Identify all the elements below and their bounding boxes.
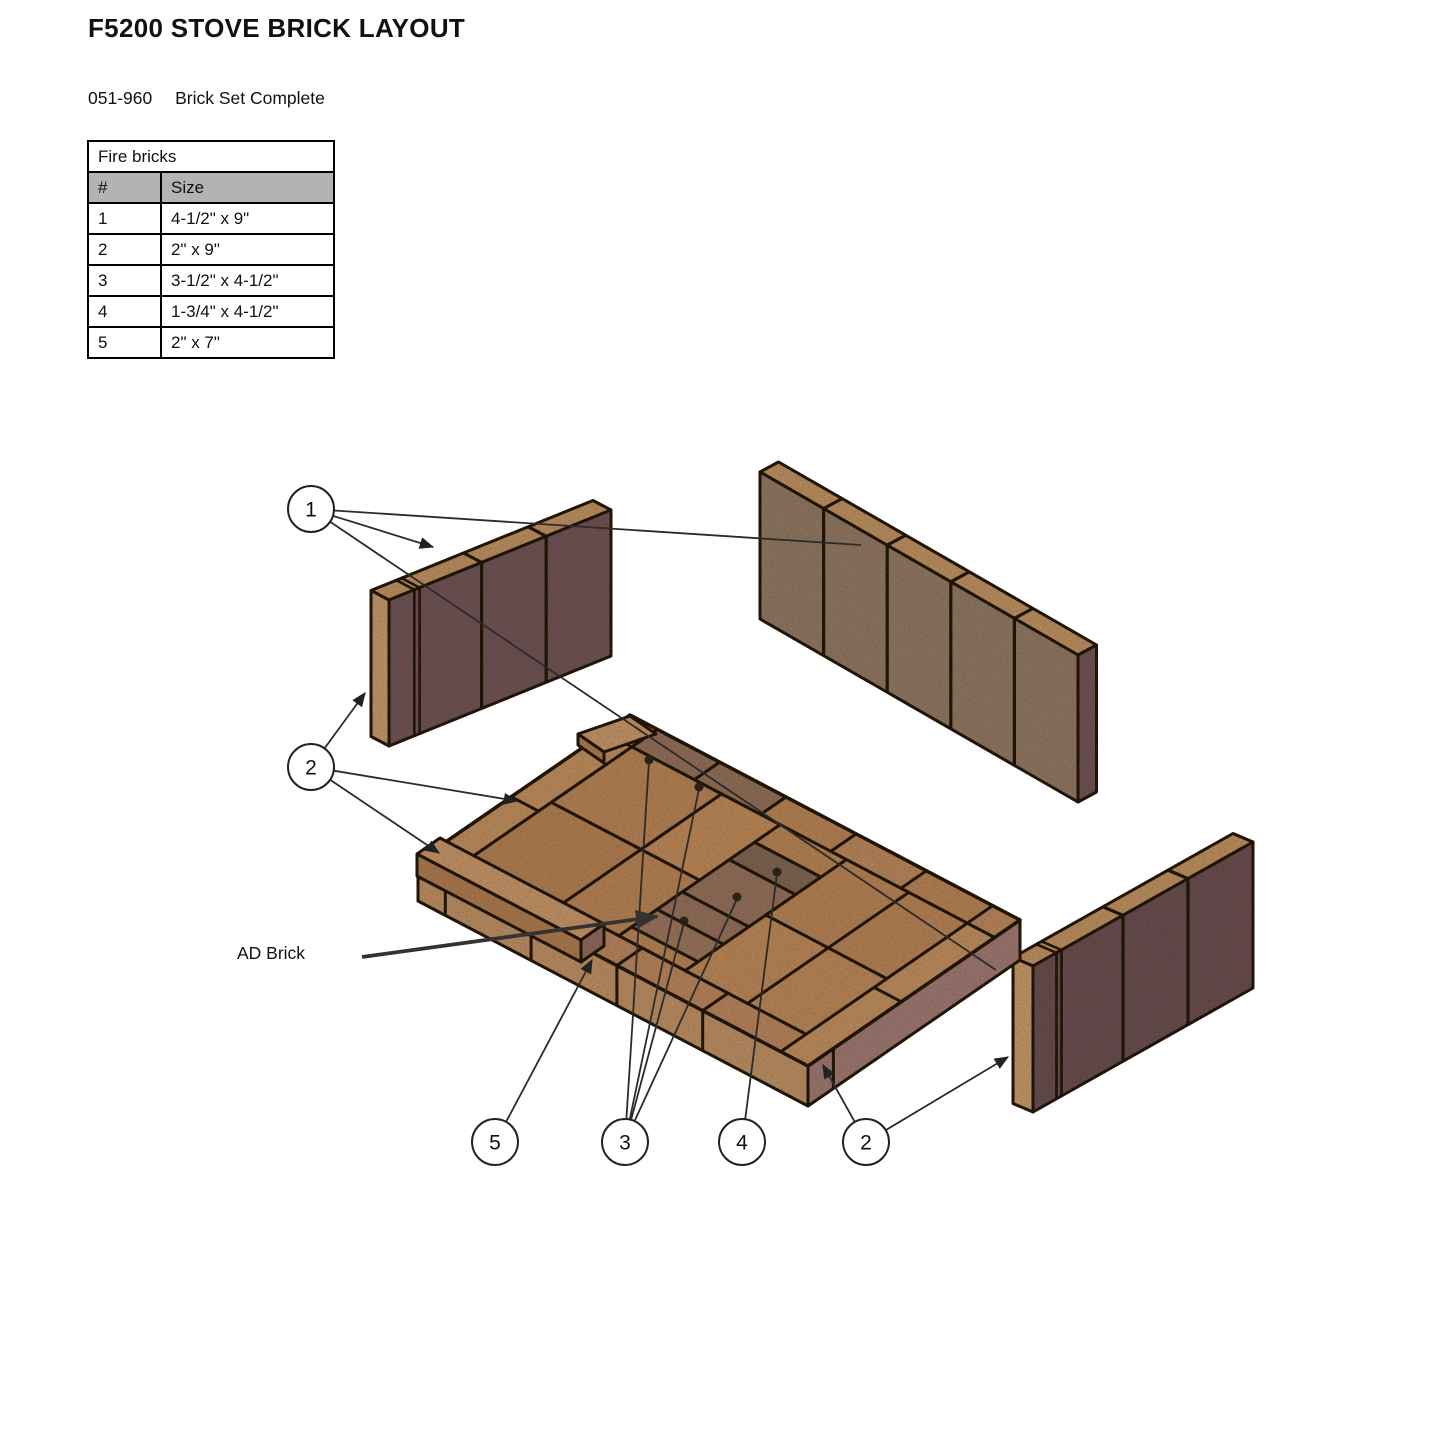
- leader-dot: [679, 916, 689, 926]
- leader-3-d: [633, 898, 738, 1122]
- brick-number: 1: [87, 202, 162, 235]
- brick-size: 2" x 7": [160, 326, 335, 359]
- callout-3: 3: [601, 1118, 649, 1166]
- brick-size: 2" x 9": [160, 233, 335, 266]
- right-wall-face: [1031, 840, 1255, 1114]
- brick-number: 3: [87, 264, 162, 297]
- callout-2-right: 2: [842, 1118, 890, 1166]
- leader-4: [744, 873, 778, 1121]
- part-line: 051-960 Brick Set Complete: [88, 88, 325, 109]
- leader-dot: [644, 755, 654, 765]
- table-row: 2 2" x 9": [87, 233, 335, 266]
- table-row: 3 3-1/2" x 4-1/2": [87, 264, 335, 297]
- table-row: 4 1-3/4" x 4-1/2": [87, 295, 335, 328]
- callout-balloons: 1 2 5 3 4 2: [287, 485, 890, 1166]
- callout-1: 1: [287, 485, 335, 533]
- brick-size: 4-1/2" x 9": [160, 202, 335, 235]
- table-title: Fire bricks: [87, 140, 335, 173]
- callout-2-left-label: 2: [305, 757, 317, 780]
- leader-1-left-wall: [332, 514, 435, 549]
- leader-1-back-wall: [333, 509, 862, 546]
- leader-2-floor-edge: [822, 1063, 856, 1123]
- fire-bricks-table: Fire bricks # Size 1 4-1/2" x 9" 2 2" x …: [87, 140, 335, 359]
- leader-dot: [772, 867, 782, 877]
- ad-brick-label: AD Brick: [237, 943, 306, 963]
- leader-ad-brick: [361, 909, 659, 959]
- callout-5: 5: [471, 1118, 519, 1166]
- loose-back-piece: [576, 714, 658, 765]
- leader-2-right-wall: [885, 1056, 1010, 1131]
- leader-3-b: [628, 788, 700, 1120]
- callout-2-left: 2: [287, 743, 335, 791]
- leader-1-floor: [329, 521, 997, 971]
- callout-1-label: 1: [305, 499, 317, 522]
- left-wall-face: [387, 508, 613, 748]
- callout-3-label: 3: [619, 1132, 631, 1155]
- brick-size: 1-3/4" x 4-1/2": [160, 295, 335, 328]
- floor-assembly: [415, 713, 1022, 1108]
- brick-number: 2: [87, 233, 162, 266]
- leader-2-loose-plank: [329, 779, 440, 854]
- callout-5-label: 5: [489, 1132, 501, 1155]
- leader-2-floor-strip: [333, 769, 519, 805]
- table-header-row: # Size: [87, 171, 335, 204]
- col-header-number: #: [87, 171, 162, 204]
- left-wall-panel: [369, 499, 613, 748]
- callout-4-label: 4: [736, 1132, 748, 1155]
- brick-number: 5: [87, 326, 162, 359]
- back-wall-end-cap: [1076, 643, 1098, 804]
- back-wall-face: [758, 470, 1080, 804]
- page-title: F5200 STOVE BRICK LAYOUT: [88, 13, 466, 43]
- callout-2-right-label: 2: [860, 1132, 872, 1155]
- right-wall-end-cap: [1011, 956, 1035, 1114]
- table-title-row: Fire bricks: [87, 140, 335, 173]
- part-name: Brick Set Complete: [175, 88, 325, 108]
- leader-dot: [732, 892, 742, 902]
- part-number: 051-960: [88, 88, 153, 108]
- callout-4: 4: [718, 1118, 766, 1166]
- leader-5-front-strip: [505, 958, 593, 1123]
- back-wall-panel: [758, 460, 1098, 804]
- leader-3-c: [630, 922, 685, 1121]
- left-wall-end-cap: [369, 589, 391, 748]
- leader-3-a: [625, 760, 650, 1120]
- table-row: 1 4-1/2" x 9": [87, 202, 335, 235]
- brick-size: 3-1/2" x 4-1/2": [160, 264, 335, 297]
- col-header-size: Size: [160, 171, 335, 204]
- table-row: 5 2" x 7": [87, 326, 335, 359]
- leader-2-left-wall: [323, 692, 366, 749]
- brick-number: 4: [87, 295, 162, 328]
- leader-lines: [323, 509, 1010, 1131]
- right-wall-panel: [1011, 832, 1255, 1114]
- leader-dot: [694, 782, 704, 792]
